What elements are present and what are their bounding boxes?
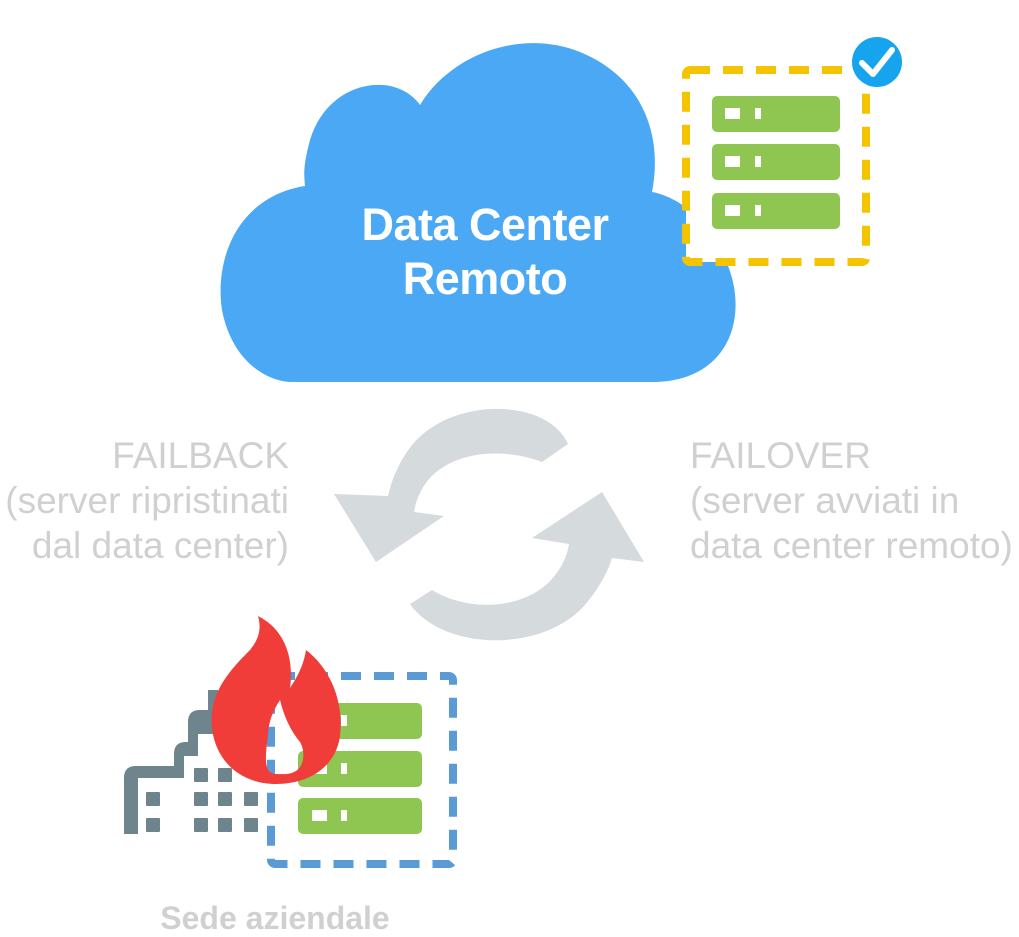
check-badge-icon (849, 34, 905, 90)
failback-label: FAILBACK (112, 435, 289, 476)
sync-arrows-icon (334, 408, 644, 641)
cloud-icon (220, 43, 736, 382)
server-stack-icon (712, 96, 840, 229)
failover-arrow (410, 492, 644, 641)
failover-label: FAILOVER (690, 435, 871, 476)
cloud-title-line1: Data Center (361, 199, 609, 250)
fire-icon (211, 616, 341, 784)
office-building-icon (124, 690, 258, 834)
failback-line3: dal data center) (31, 525, 289, 566)
failback-line2: (server ripristinati (5, 480, 289, 521)
site-label: Sede aziendale (160, 900, 390, 936)
failback-arrow (334, 408, 568, 562)
remote-server-stack (682, 66, 870, 266)
cloud-title: Data Center Remoto (330, 198, 640, 306)
failback-text: FAILBACK (server ripristinati dal data c… (5, 433, 289, 568)
cloud-title-line2: Remoto (402, 253, 568, 304)
failover-line2: (server avviati in (690, 480, 960, 521)
failover-line3: data center remoto) (690, 525, 1013, 566)
failover-text: FAILOVER (server avviati in data center … (690, 433, 1013, 568)
